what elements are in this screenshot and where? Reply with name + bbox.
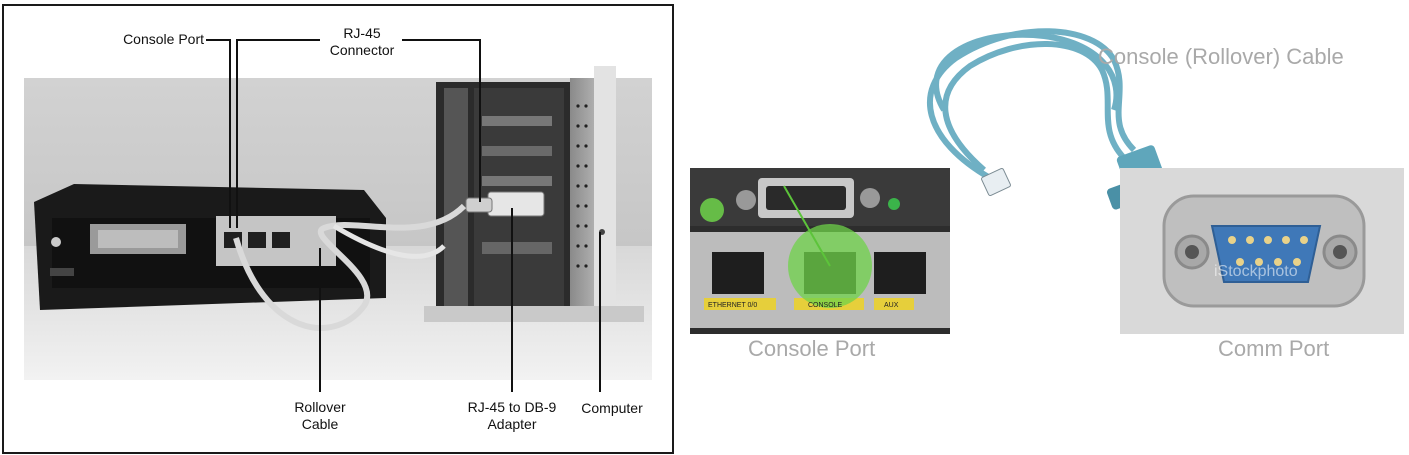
console-cable-coil xyxy=(927,28,1137,181)
label-rollover-cable-title: Console (Rollover) Cable xyxy=(1098,44,1344,69)
label-computer: Computer xyxy=(581,400,643,416)
label-adapter: RJ-45 to DB-9 Adapter xyxy=(444,399,580,433)
rollover-cable xyxy=(233,203,467,331)
istock-watermark: iStockphoto xyxy=(1214,263,1298,280)
label-rollover-line1: Rollover xyxy=(294,399,346,415)
ethernet-port-label: ETHERNET 0/0 xyxy=(708,302,757,309)
router xyxy=(34,184,386,310)
callout-lines xyxy=(206,39,601,392)
rj45-plug xyxy=(981,168,1011,196)
label-adapter-line2: Adapter xyxy=(487,416,537,432)
router-photo-illustration xyxy=(24,39,652,392)
label-rollover-cable: Rollover Cable xyxy=(280,399,360,433)
label-rj45-line1: RJ-45 xyxy=(343,25,381,41)
label-console-port: Console Port xyxy=(123,31,204,47)
console-cable-photo: ETHERNET 0/0 CONSOLE AUX iStockphoto Con… xyxy=(684,0,1409,455)
console-port-label: CONSOLE xyxy=(808,302,843,309)
comm-port-photo: iStockphoto xyxy=(1120,168,1404,334)
label-rj45-connector: RJ-45 Connector xyxy=(320,25,404,59)
cable-ports-illustration: ETHERNET 0/0 CONSOLE AUX iStockphoto xyxy=(690,28,1404,334)
label-rj45-line2: Connector xyxy=(329,42,395,58)
label-comm-port: Comm Port xyxy=(1218,336,1330,361)
aux-port-label: AUX xyxy=(884,302,899,309)
db9-adapter xyxy=(465,191,545,217)
label-console-port-right: Console Port xyxy=(748,336,876,361)
label-rollover-line2: Cable xyxy=(301,416,339,432)
label-adapter-line1: RJ-45 to DB-9 xyxy=(467,399,557,415)
router-console-photo: Console Port RJ-45 Connector Rollover Ca… xyxy=(2,4,674,454)
router-port-photo: ETHERNET 0/0 CONSOLE AUX xyxy=(690,168,950,334)
